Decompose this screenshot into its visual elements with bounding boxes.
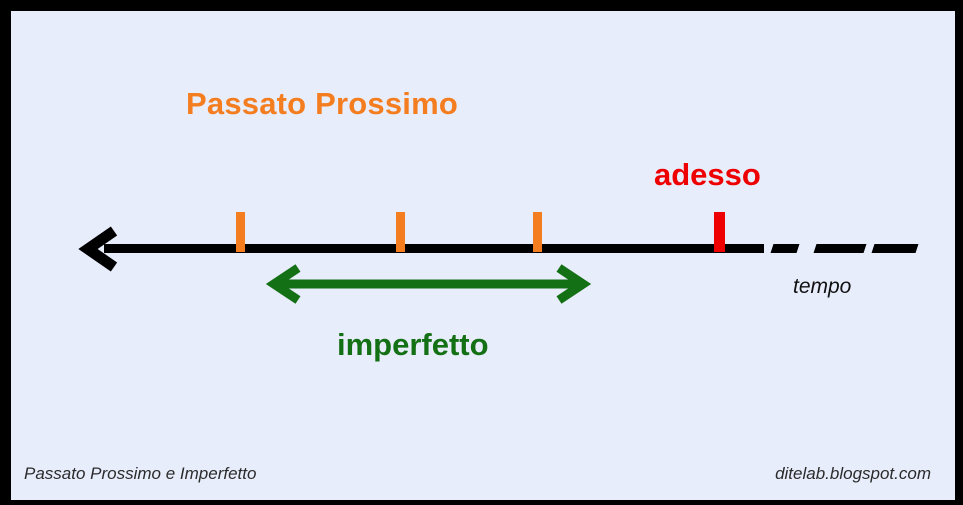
label-imperfetto: imperfetto <box>337 327 489 362</box>
tick-mark-adesso <box>714 212 725 252</box>
label-passato-prossimo: Passato Prossimo <box>186 86 458 121</box>
caption-title: Passato Prossimo e Imperfetto <box>24 464 257 483</box>
frame-border-top <box>0 0 963 11</box>
imperfetto-span-arrow-icon <box>266 264 591 304</box>
timeline-left-arrowhead-icon <box>74 225 122 273</box>
timeline-dash-segment <box>770 244 800 253</box>
frame-border-bottom <box>0 500 963 505</box>
label-tempo: tempo <box>793 275 852 298</box>
tick-mark-event-1 <box>236 212 245 252</box>
label-adesso: adesso <box>654 157 761 192</box>
tick-mark-event-2 <box>396 212 405 252</box>
caption-source: ditelab.blogspot.com <box>775 464 931 483</box>
timeline-axis-line <box>104 244 764 253</box>
frame-border-left <box>0 0 11 501</box>
tick-mark-event-3 <box>533 212 542 252</box>
frame-border-right <box>955 0 963 502</box>
timeline-dash-segment <box>813 244 867 253</box>
timeline-dash-segment <box>871 244 919 253</box>
